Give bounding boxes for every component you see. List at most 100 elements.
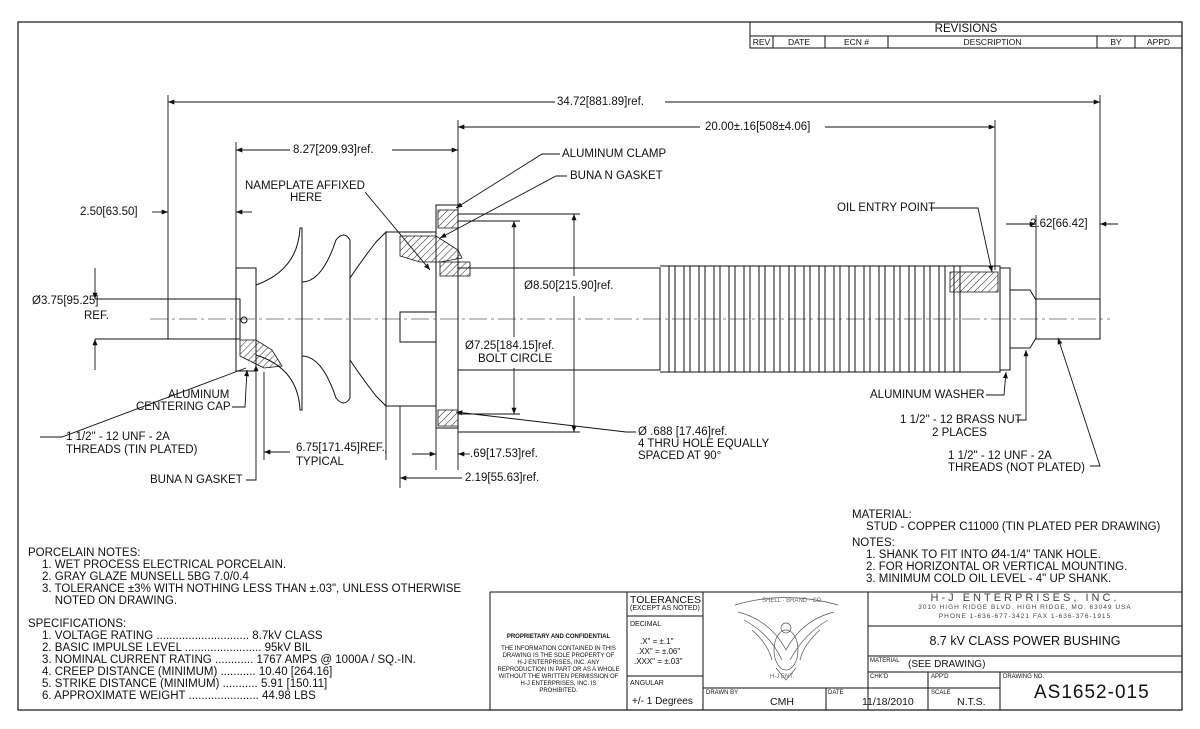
drawing-number: AS1652-015 [1034,682,1150,703]
tolerances-angular-value: +/- 1 Degrees [632,696,693,707]
proprietary-line-1: THE INFORMATION CONTAINED IN THIS [501,646,616,652]
scale-value: N.T.S. [957,696,986,708]
specifications-title: SPECIFICATIONS: [28,618,127,630]
rev-col-description: DESCRIPTION [963,37,1022,47]
note-1: 1. SHANK TO FIT INTO Ø4-1/4" TANK HOLE. [866,549,1101,561]
dim-20-length: 20.00±.16[508±4.06] [705,121,811,133]
rev-col-date: DATE [787,37,811,47]
tolerance-xxx: .XXX" = ±.03" [634,657,683,666]
revisions-title: REVISIONS [934,23,998,35]
note-2: 2. FOR HORIZONTAL OR VERTICAL MOUNTING. [866,561,1128,573]
section-hatching [239,209,999,427]
shank [457,267,661,371]
material-line: STUD - COPPER C11000 (TIN PLATED PER DRA… [866,521,1161,533]
rev-col-ecn: ECN # [843,37,870,47]
callout-oil-entry: OIL ENTRY POINT [837,202,936,214]
spec-5: 5. STRIKE DISTANCE (MINIMUM) ...........… [42,678,328,690]
dim-219: 2.19[55.63]ref. [465,472,540,484]
date-label: DATE [828,690,844,696]
spec-1: 1. VOLTAGE RATING ......................… [42,630,323,642]
dim-hole-note-1: 4 THRU HOLE EQUALLY [638,438,770,450]
tolerances-title: TOLERANCES [630,594,701,606]
callout-nameplate-1: NAMEPLATE AFFIXED [245,180,365,192]
drawn-by-label: DRAWN BY [706,690,739,696]
porcelain-note-2: 2. GRAY GLAZE MUNSELL 5BG 7.0/0.4 [42,571,249,583]
dim-typical: TYPICAL [296,456,344,468]
porcelain-note-3: 3. TOLERANCE ±3% WITH NOTHING LESS THAN … [42,583,462,595]
dim-overall-length: 34.72[881.89]ref. [557,96,644,108]
tolerances-decimal-label: DECIMAL [630,621,662,628]
rev-col-by: BY [1110,37,1122,47]
callout-nameplate-2: HERE [290,192,322,204]
title-block-lines [489,591,1183,711]
spec-6: 6. APPROXIMATE WEIGHT ..................… [42,690,316,702]
dim-hole-dia: Ø .688 [17.46]ref. [638,426,728,438]
head-window [399,311,437,343]
proprietary-line-6: H-J ENTERPRISES, INC. IS [520,681,597,687]
proprietary-line-2: DRAWING IS THE SOLE PROPERTY OF [502,653,615,659]
tolerances-subtitle: (EXCEPT AS NOTED) [630,605,700,612]
dim-069: .69[17.53]ref. [470,448,538,460]
date-value: 11/18/2010 [862,696,914,708]
dim-675: 6.75[171.45]REF. [296,442,385,454]
callout-threads-right-1: 1 1/2" - 12 UNF - 2A [948,450,1052,462]
dim-dia-375: Ø3.75[95.25] [32,295,99,307]
dim-dia-850: Ø8.50[215.90]ref. [524,280,614,292]
spec-2: 2. BASIC IMPULSE LEVEL .................… [42,642,312,654]
tolerance-xx: .XX" = ±.06" [637,647,681,656]
porcelain-skirt-2 [301,234,351,404]
proprietary-line-7: PROHIBITED. [539,688,578,694]
dim-hole-note-2: SPACED AT 90° [638,450,722,462]
spec-3: 3. NOMINAL CURRENT RATING ............ 1… [42,654,416,666]
proprietary-line-4: REPRODUCTION IN PART OR AS A WHOLE [497,667,620,673]
note-3: 3. MINIMUM COLD OIL LEVEL - 4" UP SHANK. [866,573,1112,585]
company-phone: PHONE 1-636-677-3421 FAX 1-636-376-1915 [938,613,1112,620]
tolerance-x: .X" = ±.1" [640,637,674,646]
logo-arc-text: SHELL · BRAND · CO [762,598,822,604]
material-value: (SEE DRAWING) [908,659,986,670]
callout-aluminum-washer: ALUMINUM WASHER [870,389,985,401]
logo-bottom-text: H-J ENT. [770,674,794,680]
drawn-by-value: CMH [770,696,794,708]
dimension-lines [92,95,1118,488]
rev-col-rev: REV [752,37,771,47]
callout-buna-gasket-top: BUNA N GASKET [570,170,663,182]
porcelain-notes-title: PORCELAIN NOTES: [28,547,141,559]
dim-262-stub: 2.62[66.42] [1030,218,1088,230]
proprietary-line-3: H-J ENTERPRISES, INC. ANY [517,660,600,666]
drawing-no-label: DRAWING NO. [1003,674,1045,680]
callout-brass-nut-1: 1 1/2" - 12 BRASS NUT [900,414,1022,426]
callout-buna-gasket-bottom: BUNA N GASKET [150,474,243,486]
company-name: H-J ENTERPRISES, INC. [930,592,1120,604]
appd-label: APP'D [931,674,949,680]
drawing-title: 8.7 kV CLASS POWER BUSHING [929,634,1121,648]
company-logo [734,597,839,681]
scale-label: SCALE [931,690,951,696]
material-label: MATERIAL [870,658,900,664]
dim-bolt-circle: Ø7.25[184.15]ref. [465,340,555,352]
chkd-label: CHK'D [870,674,889,680]
vent-hole [240,316,248,324]
proprietary-line-5: WITHOUT THE WRITTEN PERMISSION OF [498,674,619,680]
porcelain-note-1: 1. WET PROCESS ELECTRICAL PORCELAIN. [42,559,287,571]
callout-brass-nut-2: 2 PLACES [932,427,987,439]
tolerances-angular-label: ANGULAR [630,680,664,687]
notes-title: NOTES: [852,537,895,549]
dim-827-length: 8.27[209.93]ref. [293,144,374,156]
rev-col-appd: APPD [1146,37,1171,47]
proprietary-title: PROPRIETARY AND CONFIDENTIAL [506,634,611,640]
company-address: 3010 HIGH RIDGE BLVD. HIGH RIDGE, MO. 63… [918,604,1132,611]
revisions-table-lines [749,21,1183,49]
leader-lines [40,153,1101,481]
callout-aluminum-clamp: ALUMINUM CLAMP [562,148,667,160]
callout-threads-left-1: 1 1/2" - 12 UNF - 2A [66,431,170,443]
callout-centering-cap-1: ALUMINUM [168,389,230,401]
dim-ref-label: REF. [84,310,109,322]
porcelain-note-3b: NOTED ON DRAWING. [42,595,178,607]
material-title: MATERIAL: [852,509,912,521]
callout-threads-right-2: THREADS (NOT PLATED) [948,462,1085,474]
callout-centering-cap-2: CENTERING CAP [136,401,231,413]
dim-250-stub: 2.50[63.50] [80,206,138,218]
spec-4: 4. CREEP DISTANCE (MINIMUM) ........... … [42,666,333,678]
